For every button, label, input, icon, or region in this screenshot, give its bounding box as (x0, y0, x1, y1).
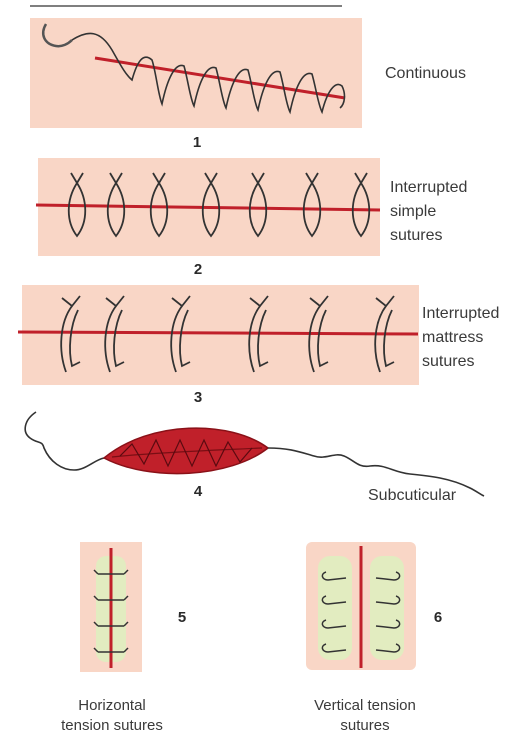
panel-horizontal-tension: 5 Horizontal tension sutures (61, 542, 186, 734)
panel-vertical-tension: 6 Vertical tension sutures (306, 542, 442, 734)
panel-number-2: 2 (194, 261, 202, 278)
subcuticular-thread-left (25, 412, 104, 470)
wound-line-3 (18, 332, 418, 334)
panel-subcuticular: 4 Subcuticular (25, 412, 484, 504)
panel-continuous: 1 Continuous (30, 18, 466, 151)
bolster-6-right (370, 556, 404, 660)
label-continuous: Continuous (385, 65, 466, 82)
panel-number-1: 1 (193, 134, 201, 151)
panel-interrupted-mattress: 3 Interrupted mattress sutures (18, 285, 499, 406)
label-horizontal-tension-2: tension sutures (61, 717, 163, 734)
panel-number-5: 5 (178, 609, 186, 626)
label-vertical-tension-2: sutures (340, 717, 389, 734)
label-interrupted-mattress-2: mattress (422, 329, 483, 346)
label-interrupted-mattress-1: Interrupted (422, 305, 499, 322)
panel-number-4: 4 (194, 483, 203, 500)
panel-interrupted-simple: 2 Interrupted simple sutures (36, 158, 467, 278)
label-horizontal-tension-1: Horizontal (78, 697, 146, 714)
label-interrupted-simple-2: simple (390, 203, 436, 220)
label-interrupted-simple-1: Interrupted (390, 179, 467, 196)
label-interrupted-simple-3: sutures (390, 227, 442, 244)
wound-ellipse (104, 428, 268, 473)
bolster-6-left (318, 556, 352, 660)
panel-number-6: 6 (434, 609, 442, 626)
label-interrupted-mattress-3: sutures (422, 353, 474, 370)
panel-number-3: 3 (194, 389, 202, 406)
label-vertical-tension-1: Vertical tension (314, 697, 416, 714)
label-subcuticular: Subcuticular (368, 487, 457, 504)
